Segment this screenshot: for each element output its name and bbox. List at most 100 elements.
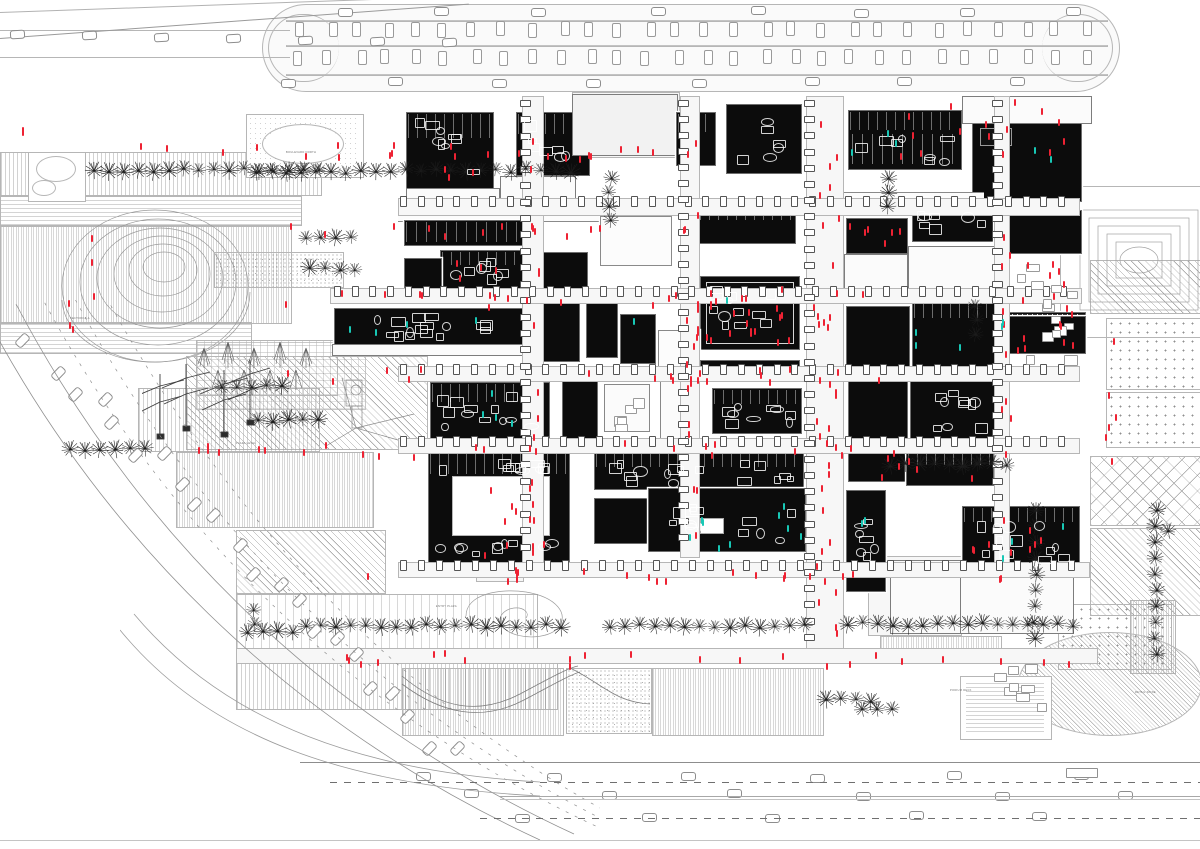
palm-tree-icon <box>1028 581 1044 598</box>
person-figure-red <box>999 658 1002 666</box>
palm-tree-icon <box>370 616 391 636</box>
structural-column <box>761 560 769 571</box>
person-figure-red <box>1072 342 1074 350</box>
car-icon <box>815 22 825 38</box>
palm-tree-icon <box>928 613 947 632</box>
person-figure-red <box>197 447 200 455</box>
car-icon <box>416 772 432 782</box>
south-road-median-2 <box>500 799 1200 800</box>
person-figure-red <box>68 321 71 329</box>
person-figure-red <box>534 448 537 456</box>
person-figure-red <box>589 153 592 161</box>
person-figure-red <box>1048 148 1051 156</box>
structural-column <box>649 436 657 447</box>
person-figure-red <box>529 165 532 173</box>
car-icon <box>680 771 696 781</box>
person-figure-red <box>528 484 531 492</box>
person-figure-red <box>820 121 823 129</box>
car-icon <box>437 50 447 66</box>
plan-label-5: RETAIL SPINE <box>1135 691 1156 694</box>
plaza-furniture <box>1050 284 1062 293</box>
structural-column <box>440 286 448 297</box>
structural-column <box>471 436 479 447</box>
person-figure-red <box>840 452 843 460</box>
car-icon <box>528 49 538 65</box>
interior-furniture <box>769 406 785 413</box>
structural-column <box>992 543 1003 551</box>
palm-tree-icon <box>342 616 359 633</box>
car-icon <box>804 77 820 87</box>
structural-column <box>493 286 501 297</box>
interior-furniture <box>441 422 449 432</box>
structural-column <box>678 325 689 332</box>
person-figure-red <box>447 173 450 181</box>
person-figure-red <box>427 225 430 232</box>
plaza-furniture <box>1025 663 1038 675</box>
palm-tree-icon <box>867 613 888 633</box>
person-figure-teal <box>777 511 780 519</box>
interior-furniture <box>475 262 487 275</box>
structural-column <box>933 196 941 207</box>
structural-column <box>520 313 531 321</box>
person-figure-teal <box>632 318 635 326</box>
interior-furniture <box>766 289 777 300</box>
palm-tree-icon <box>522 618 540 636</box>
structural-column <box>520 379 531 387</box>
structural-column <box>844 364 852 375</box>
interior-furniture <box>609 463 623 475</box>
interior-furniture <box>390 317 406 327</box>
palm-tree-icon <box>719 616 740 637</box>
interior-furniture <box>960 211 976 223</box>
structural-column <box>773 364 781 375</box>
palm-tree-icon <box>307 407 328 429</box>
person-figure-teal <box>1034 147 1037 155</box>
person-figure-red <box>532 138 535 146</box>
palm-tree-icon <box>243 377 261 395</box>
person-figure-red <box>849 445 852 453</box>
structural-column <box>453 196 461 207</box>
structural-column <box>678 180 689 188</box>
structural-column <box>666 196 674 207</box>
person-figure-red <box>973 547 976 555</box>
structural-column <box>791 436 799 447</box>
interior-furniture <box>1001 521 1017 533</box>
palm-tree-icon <box>545 160 566 180</box>
person-figure-red <box>919 150 922 158</box>
palm-tree-icon <box>1026 500 1045 519</box>
person-figure-red <box>825 440 828 448</box>
structural-column <box>631 436 639 447</box>
interior-furniture <box>786 508 797 518</box>
structural-column <box>678 533 689 541</box>
person-figure-red <box>694 531 697 539</box>
person-figure-red <box>166 144 169 152</box>
person-figure-red <box>1005 125 1008 133</box>
interior-furniture <box>668 519 677 527</box>
structural-column <box>933 436 941 447</box>
palm-tree-icon <box>1025 627 1045 648</box>
person-figure-teal <box>915 328 918 336</box>
palm-tree-icon <box>357 615 374 633</box>
person-figure-red <box>488 292 491 300</box>
palm-tree-icon <box>1146 629 1163 646</box>
interior-furniture <box>855 548 867 557</box>
plaza-furniture <box>1016 693 1031 703</box>
person-figure-red <box>336 141 339 149</box>
palm-tree-icon <box>321 161 341 181</box>
person-figure-red <box>867 226 870 234</box>
person-figure-teal <box>1001 318 1004 326</box>
palm-tree-icon <box>487 160 503 176</box>
person-figure-red <box>699 369 702 377</box>
person-figure-red <box>623 440 626 448</box>
structural-column <box>992 379 1003 387</box>
person-figure-red <box>517 149 520 157</box>
interior-furniture <box>539 465 550 475</box>
person-figure-red <box>532 321 535 329</box>
plaza-furniture <box>1037 702 1047 713</box>
person-figure-teal <box>725 297 728 305</box>
person-figure-red <box>388 151 391 159</box>
person-figure-red <box>911 132 914 140</box>
plan-label-0: SECTION A-A <box>70 317 90 320</box>
structural-column <box>520 477 531 485</box>
palm-tree-icon <box>673 615 695 637</box>
person-figure-red <box>836 289 839 297</box>
